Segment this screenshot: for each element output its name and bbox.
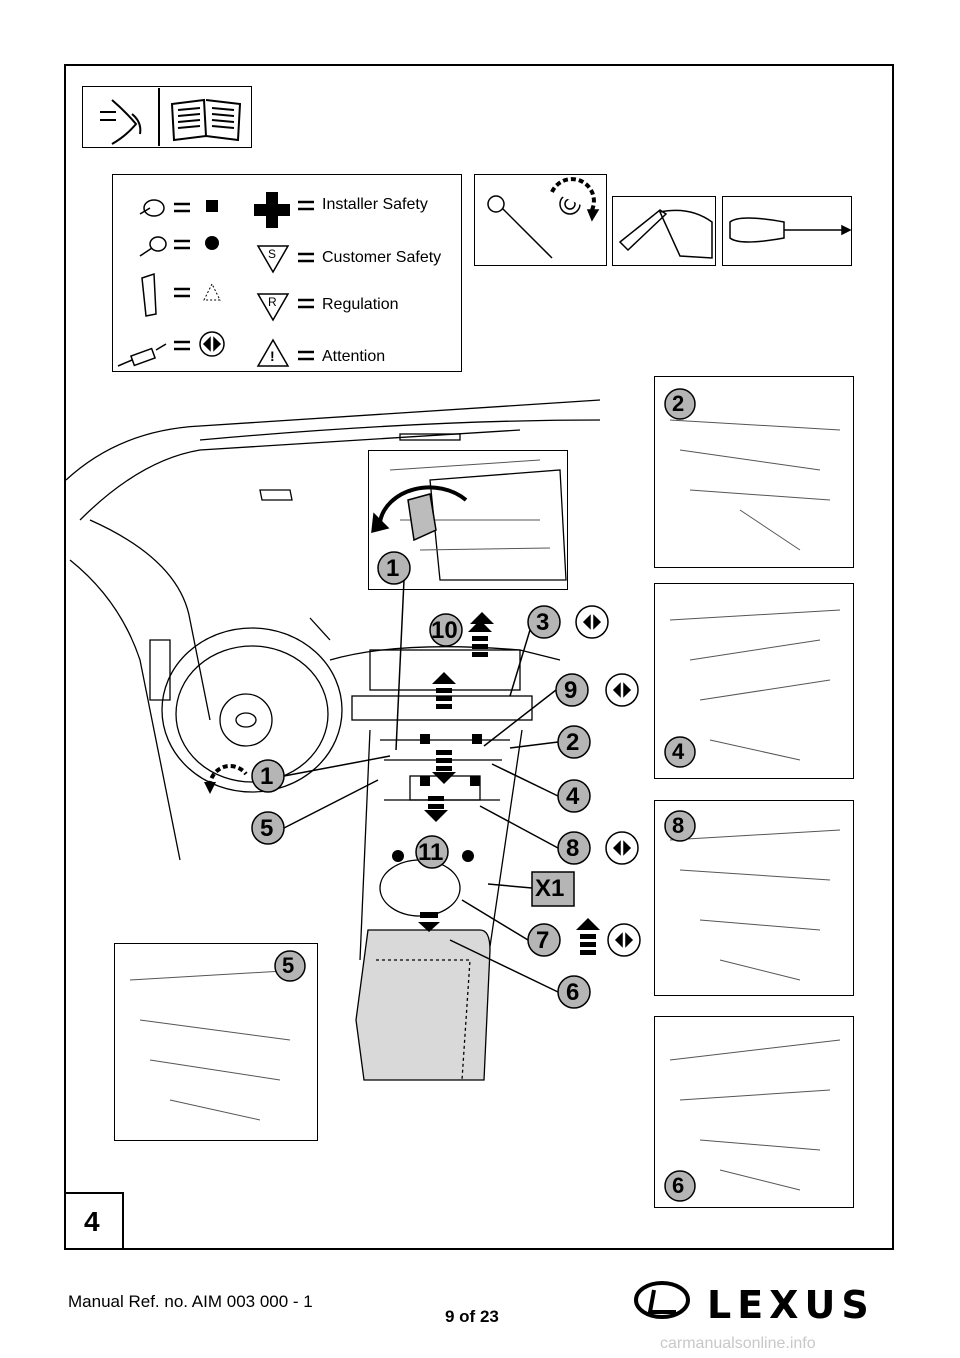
manual-reference: Manual Ref. no. AIM 003 000 - 1 bbox=[68, 1292, 313, 1311]
round-marker-icon bbox=[205, 236, 219, 250]
inset-6-label: 6 bbox=[672, 1173, 685, 1198]
step-number-box bbox=[64, 1192, 124, 1250]
rotation-marker-icon bbox=[208, 764, 248, 787]
bolt-icon bbox=[139, 199, 165, 217]
callout-x1: X1 bbox=[535, 875, 565, 902]
customer-safety-label: Customer Safety bbox=[322, 249, 442, 266]
clip-icon bbox=[141, 272, 157, 317]
equals-signs bbox=[174, 200, 314, 361]
installer-safety-cross-icon bbox=[254, 192, 290, 228]
leader-lines bbox=[283, 579, 559, 993]
brand-wordmark: LEXUS bbox=[707, 1283, 875, 1327]
connector-icon bbox=[117, 343, 167, 367]
watermark-text: carmanualsonline.info bbox=[660, 1335, 816, 1352]
tool-box-screwdriver bbox=[722, 196, 852, 266]
r-mark: R bbox=[268, 295, 277, 309]
inset-8-label: 8 bbox=[672, 813, 685, 838]
disconnect-marker-icon bbox=[199, 331, 225, 357]
callout-1-left: 1 bbox=[260, 763, 274, 790]
triangle-marker-icon bbox=[203, 282, 221, 301]
step-number: 4 bbox=[84, 1206, 100, 1237]
excl-mark: ! bbox=[270, 348, 275, 364]
ratchet-icon bbox=[487, 177, 600, 259]
installer-safety-label: Installer Safety bbox=[322, 196, 428, 213]
callout-6: 6 bbox=[566, 979, 580, 1006]
inset-4-label: 4 bbox=[672, 739, 685, 764]
regulation-label: Regulation bbox=[322, 296, 399, 313]
gear-knob-icon bbox=[371, 485, 468, 542]
callout-8: 8 bbox=[566, 835, 580, 862]
disconnect-markers bbox=[575, 605, 641, 957]
inset-2-label: 2 bbox=[672, 391, 685, 416]
customer-safety-triangle-icon bbox=[256, 245, 290, 274]
callout-1-top: 1 bbox=[386, 555, 400, 582]
screwdriver-icon bbox=[729, 217, 852, 243]
regulation-triangle-icon bbox=[256, 293, 290, 322]
trim-tool-icon bbox=[618, 209, 713, 259]
callout-11: 11 bbox=[418, 839, 444, 866]
callout-markers bbox=[251, 388, 696, 1202]
book-icon bbox=[170, 98, 242, 142]
callout-4: 4 bbox=[566, 783, 580, 810]
callout-7: 7 bbox=[536, 927, 550, 954]
eye-icon bbox=[100, 88, 160, 146]
attention-label: Attention bbox=[322, 348, 386, 365]
callout-5: 5 bbox=[260, 815, 274, 842]
page-number: 9 of 23 bbox=[445, 1307, 499, 1326]
callout-3: 3 bbox=[536, 609, 550, 636]
callout-2: 2 bbox=[566, 729, 580, 756]
inset-illustrations bbox=[129, 419, 841, 1191]
callout-10: 10 bbox=[431, 617, 458, 644]
s-mark: S bbox=[268, 247, 277, 261]
arrow-markers bbox=[392, 612, 600, 955]
screw-icon bbox=[139, 236, 167, 257]
page-frame bbox=[64, 64, 894, 1250]
callout-9: 9 bbox=[564, 677, 578, 704]
square-marker-icon bbox=[206, 200, 218, 212]
inset-5-label: 5 bbox=[282, 953, 295, 978]
attention-triangle-icon bbox=[256, 338, 290, 367]
tool-box-trim-tool bbox=[612, 196, 716, 266]
